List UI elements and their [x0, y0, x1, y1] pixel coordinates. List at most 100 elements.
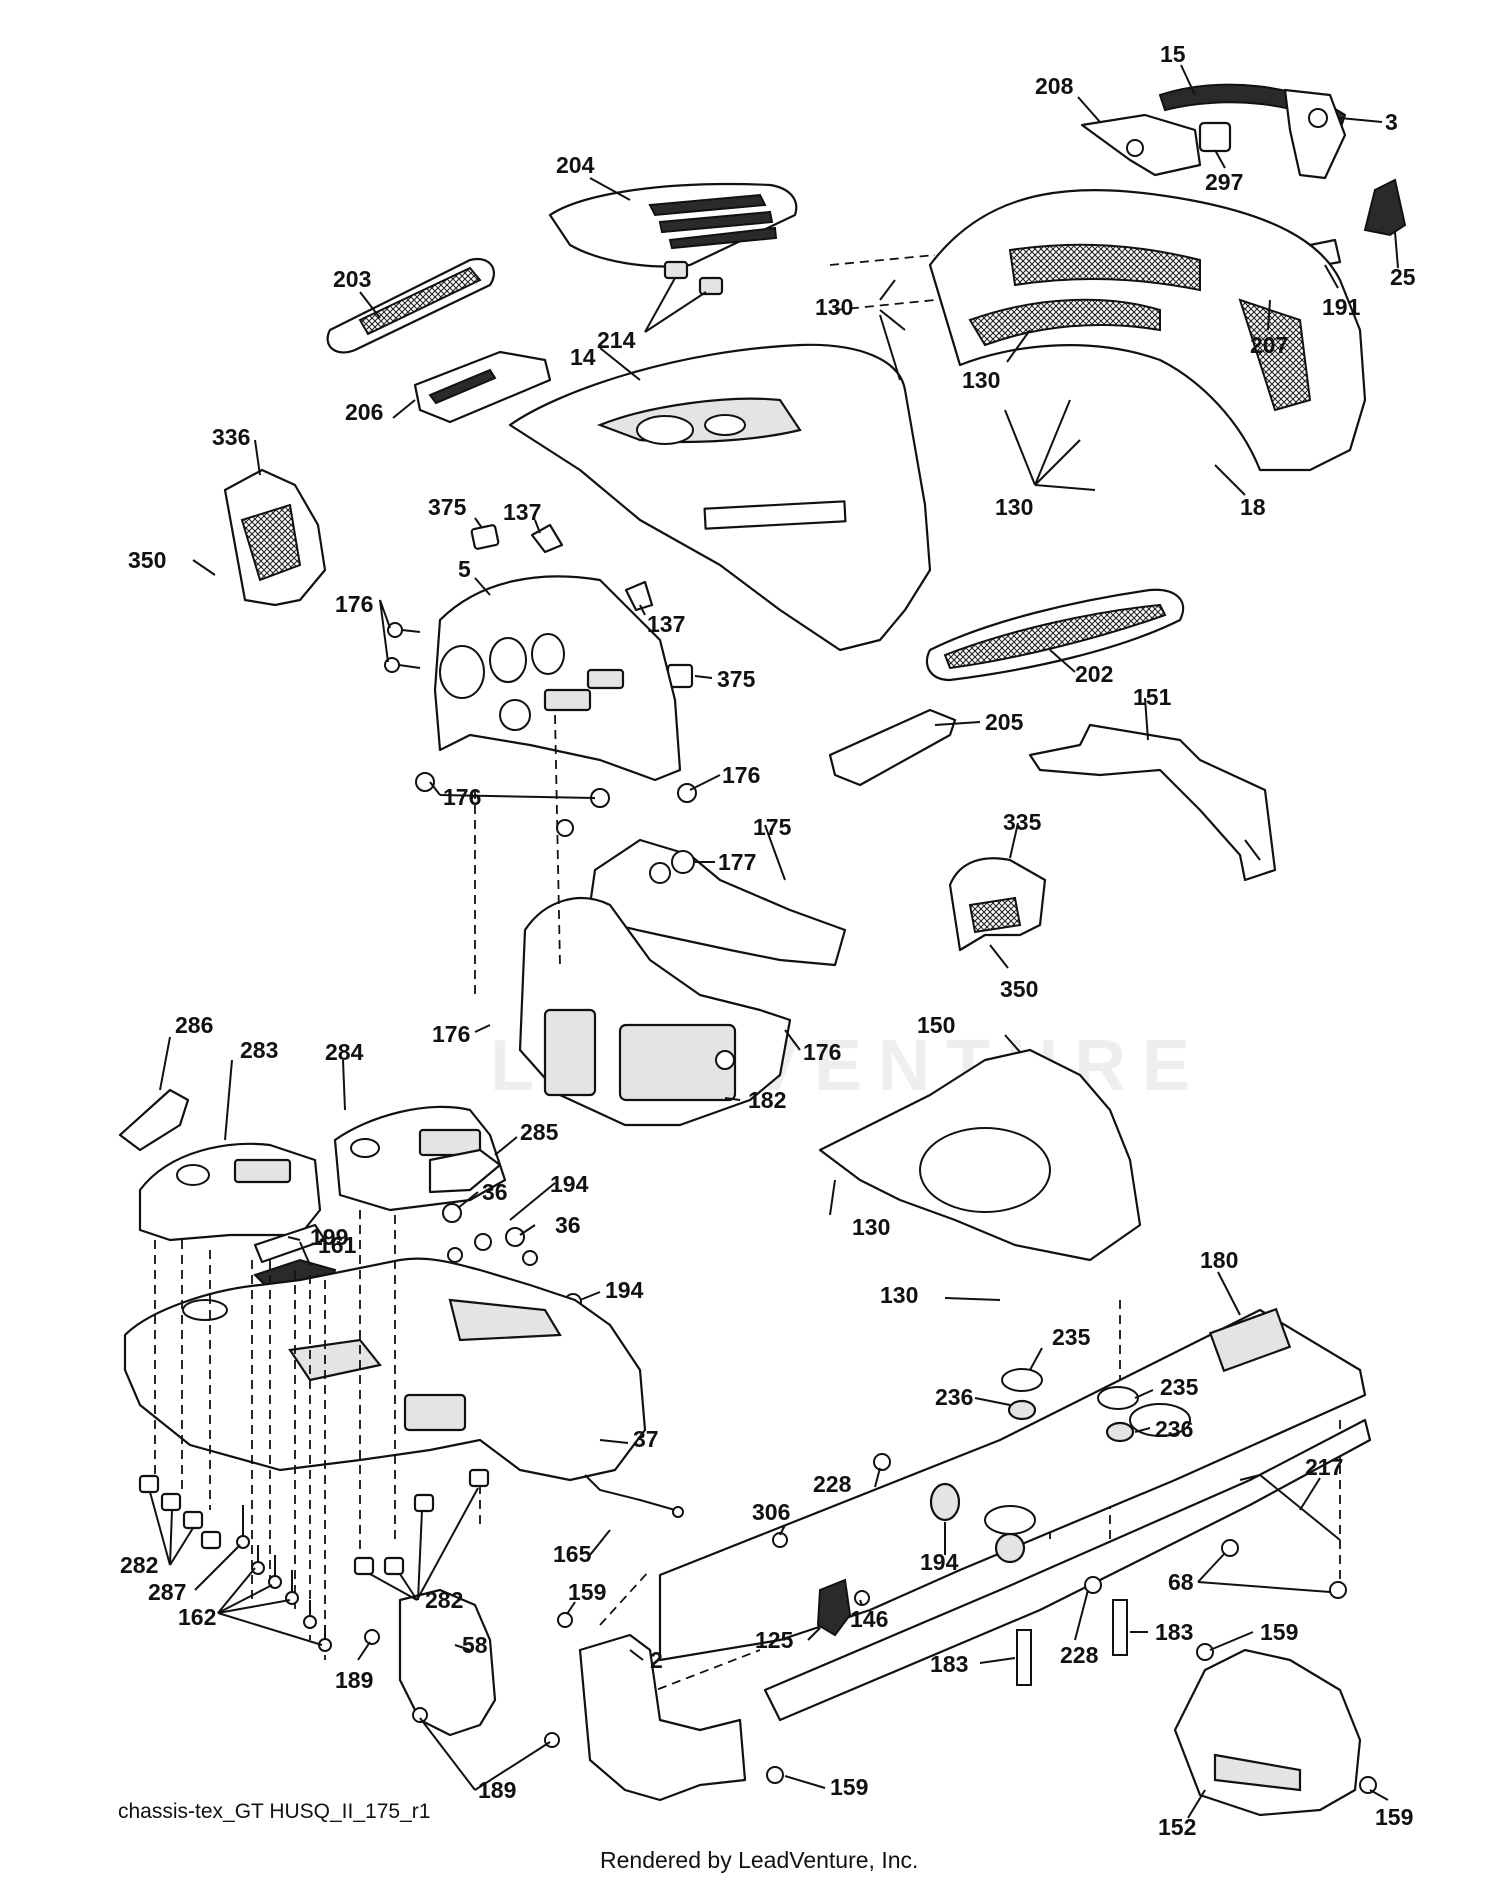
- callout-335[interactable]: 335: [1003, 809, 1042, 835]
- part-336-side-panel[interactable]: [223, 468, 327, 607]
- part-36-bolts[interactable]: [442, 1203, 538, 1266]
- callout-130-e[interactable]: 130: [880, 1282, 918, 1308]
- callout-36-a[interactable]: 36: [482, 1179, 508, 1205]
- callout-336[interactable]: 336: [212, 424, 250, 450]
- part-199-strip[interactable]: [253, 1223, 327, 1264]
- callout-228-b[interactable]: 228: [1060, 1642, 1099, 1668]
- callout-159-c[interactable]: 159: [830, 1774, 868, 1800]
- callout-37[interactable]: 37: [633, 1426, 659, 1452]
- part-282-clips[interactable]: [138, 1468, 490, 1576]
- callout-189-b[interactable]: 189: [478, 1777, 516, 1803]
- callout-214[interactable]: 214: [597, 327, 636, 353]
- callout-194-c[interactable]: 194: [920, 1549, 959, 1575]
- part-286-cap[interactable]: [118, 1088, 190, 1152]
- callout-130-a[interactable]: 130: [815, 294, 853, 320]
- part-137-clip-lower[interactable]: [624, 580, 654, 612]
- callout-306[interactable]: 306: [752, 1499, 790, 1525]
- part-177-nut[interactable]: [671, 850, 695, 874]
- callout-176-d[interactable]: 176: [432, 1021, 470, 1047]
- part-203-grille-insert[interactable]: [326, 257, 495, 354]
- callout-205[interactable]: 205: [985, 709, 1024, 735]
- callout-235-b[interactable]: 235: [1160, 1374, 1199, 1400]
- callout-282-a[interactable]: 282: [120, 1552, 158, 1578]
- part-3-side-trim[interactable]: [1283, 88, 1347, 180]
- part-214-clips[interactable]: [663, 260, 724, 296]
- part-183-bolts[interactable]: [1016, 1599, 1128, 1686]
- callout-176-c[interactable]: 176: [443, 784, 481, 810]
- callout-151[interactable]: 151: [1133, 684, 1172, 710]
- callout-130-b[interactable]: 130: [962, 367, 1000, 393]
- callout-191[interactable]: 191: [1322, 294, 1361, 320]
- callout-183-a[interactable]: 183: [1155, 1619, 1193, 1645]
- part-217-rod[interactable]: [1239, 1473, 1341, 1541]
- callout-283[interactable]: 283: [240, 1037, 278, 1063]
- callout-36-b[interactable]: 36: [555, 1212, 581, 1238]
- callout-5[interactable]: 5: [458, 556, 471, 582]
- part-202-grille[interactable]: [925, 588, 1185, 682]
- part-297-clip[interactable]: [1198, 121, 1232, 153]
- callout-137-b[interactable]: 137: [647, 611, 685, 637]
- callout-375-a[interactable]: 375: [428, 494, 467, 520]
- callout-3[interactable]: 3: [1385, 109, 1398, 135]
- part-194-nut-frame[interactable]: [929, 1482, 1026, 1564]
- callout-177[interactable]: 177: [718, 849, 756, 875]
- callout-235-a[interactable]: 235: [1052, 1324, 1091, 1350]
- part-37-rear-fender[interactable]: [123, 1257, 647, 1482]
- callout-150[interactable]: 150: [917, 1012, 955, 1038]
- part-285-cover[interactable]: [428, 1148, 502, 1194]
- callout-176-a[interactable]: 176: [335, 591, 373, 617]
- callout-282-b[interactable]: 282: [425, 1587, 463, 1613]
- part-235-bushings[interactable]: [1001, 1368, 1139, 1410]
- callout-202[interactable]: 202: [1075, 661, 1113, 687]
- part-165-rod[interactable]: [584, 1474, 684, 1518]
- part-283-fender-cover[interactable]: [138, 1142, 322, 1242]
- part-204-hood-vent-cover[interactable]: [548, 182, 798, 268]
- part-159-bolts[interactable]: [557, 1612, 1377, 1794]
- part-182-front-panel[interactable]: [518, 897, 792, 1127]
- part-14-hood[interactable]: [508, 343, 932, 652]
- callout-130-c[interactable]: 130: [995, 494, 1033, 520]
- callout-194-a[interactable]: 194: [550, 1171, 589, 1197]
- callout-161[interactable]: 161: [318, 1232, 357, 1258]
- part-306-nut[interactable]: [772, 1532, 788, 1548]
- callout-284[interactable]: 284: [325, 1039, 364, 1065]
- callout-175[interactable]: 175: [753, 814, 792, 840]
- part-205-trim[interactable]: [828, 708, 957, 787]
- callout-189-a[interactable]: 189: [335, 1667, 373, 1693]
- callout-58[interactable]: 58: [462, 1632, 488, 1658]
- callout-159-a[interactable]: 159: [568, 1579, 606, 1605]
- callout-130-d[interactable]: 130: [852, 1214, 890, 1240]
- part-236-bushings[interactable]: [1007, 1399, 1135, 1443]
- callout-2[interactable]: 2: [650, 1647, 663, 1673]
- callout-68[interactable]: 68: [1168, 1569, 1194, 1595]
- part-151-bracket[interactable]: [1028, 723, 1277, 882]
- callout-165[interactable]: 165: [553, 1541, 592, 1567]
- part-162-screws[interactable]: [236, 1505, 332, 1652]
- callout-194-b[interactable]: 194: [605, 1277, 644, 1303]
- callout-228-a[interactable]: 228: [813, 1471, 852, 1497]
- callout-375-b[interactable]: 375: [717, 666, 756, 692]
- callout-15[interactable]: 15: [1160, 41, 1186, 67]
- part-68-bolts[interactable]: [1221, 1539, 1347, 1599]
- part-208-lens-assembly[interactable]: [1080, 113, 1202, 177]
- callout-125[interactable]: 125: [755, 1627, 794, 1653]
- part-5-dash-panel[interactable]: [433, 575, 682, 782]
- part-206-dash-trim[interactable]: [413, 350, 552, 424]
- part-25-corner-trim[interactable]: [1363, 178, 1407, 237]
- part-18-front-bumper[interactable]: [928, 189, 1367, 472]
- callout-236-a[interactable]: 236: [935, 1384, 973, 1410]
- callout-182[interactable]: 182: [748, 1087, 786, 1113]
- callout-176-e[interactable]: 176: [803, 1039, 841, 1065]
- callout-203[interactable]: 203: [333, 266, 371, 292]
- callout-217[interactable]: 217: [1305, 1454, 1343, 1480]
- callout-159-b[interactable]: 159: [1260, 1619, 1298, 1645]
- callout-208[interactable]: 208: [1035, 73, 1074, 99]
- callout-297[interactable]: 297: [1205, 169, 1243, 195]
- part-58-bracket[interactable]: [398, 1588, 497, 1737]
- callout-137-a[interactable]: 137: [503, 499, 541, 525]
- callout-350-a[interactable]: 350: [128, 547, 166, 573]
- callout-176-b[interactable]: 176: [722, 762, 760, 788]
- callout-204[interactable]: 204: [556, 152, 595, 178]
- part-150-engine-deflector[interactable]: [818, 1048, 1142, 1262]
- callout-183-b[interactable]: 183: [930, 1651, 968, 1677]
